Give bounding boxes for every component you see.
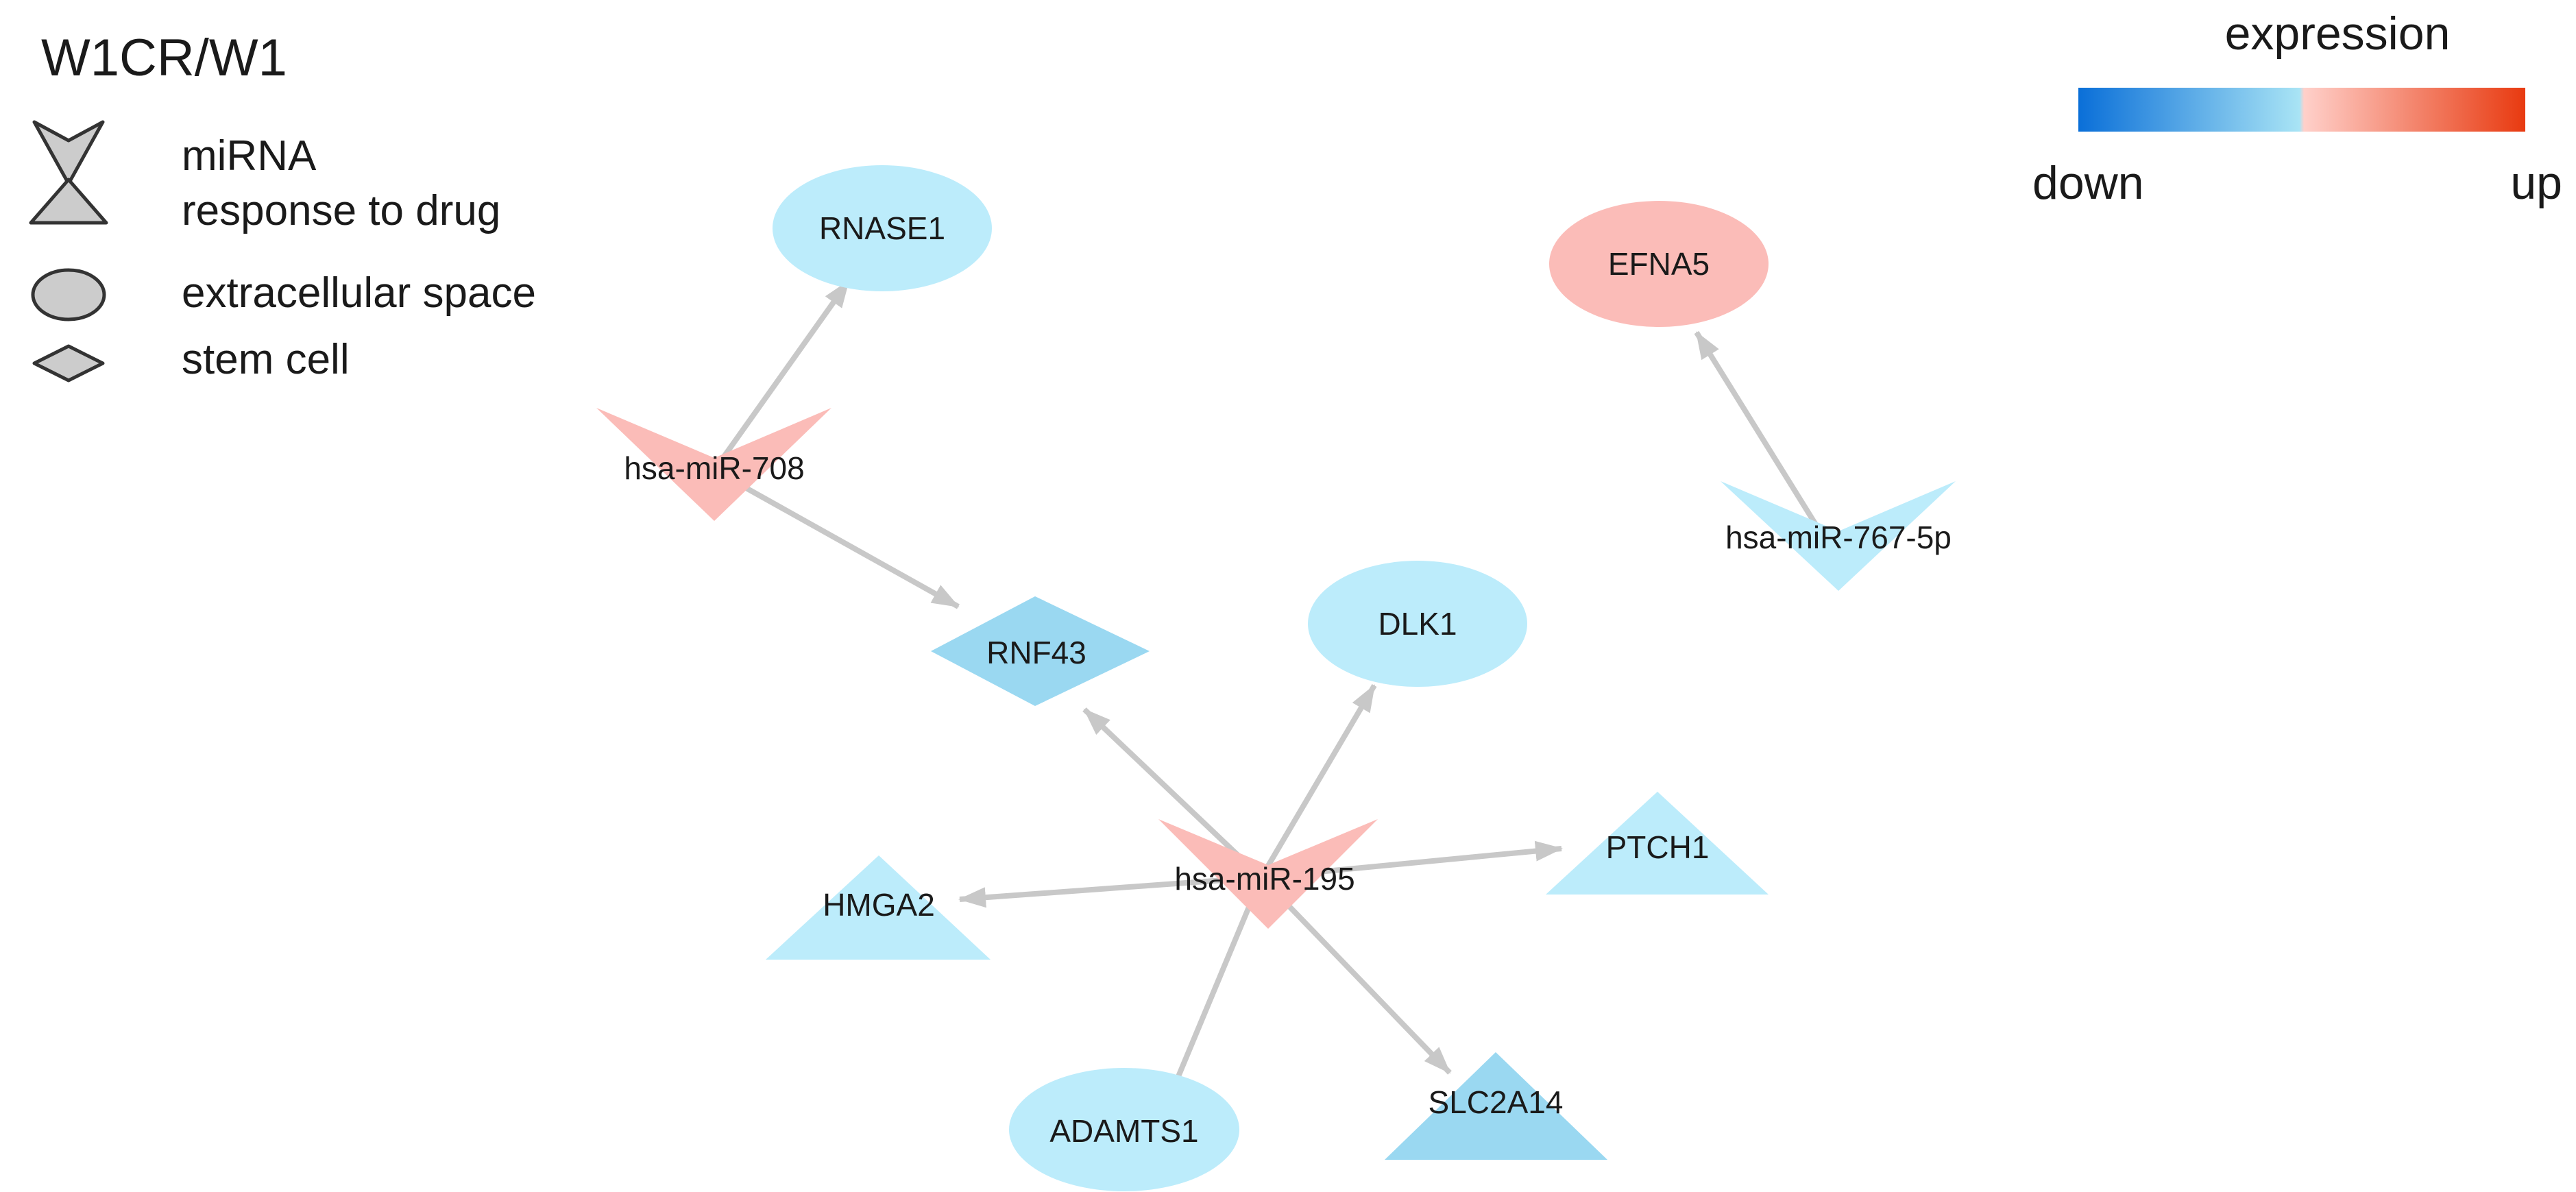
edge-mir708-rnase1: [712, 279, 851, 472]
legend-item-extracellular-space: extracellular space: [31, 268, 536, 321]
edge-mir708-rnf43: [713, 467, 960, 609]
node-efna5-label: EFNA5: [1608, 246, 1710, 282]
node-rnase1-shape: [773, 165, 992, 291]
legend-item-response-to-drug: response to drug: [29, 178, 500, 234]
node-hmga2[interactable]: HMGA2: [766, 855, 991, 960]
expression-colorbar: expression down up: [2032, 8, 2562, 209]
node-rnase1-label: RNASE1: [819, 210, 945, 246]
colorbar-high-label: up: [2510, 157, 2562, 209]
node-layer: RNASE1 EFNA5 hsa-miR-708 hsa-miR-767-5p …: [596, 165, 1956, 1191]
node-adamts1-label: ADAMTS1: [1049, 1113, 1198, 1149]
node-dlk1[interactable]: DLK1: [1308, 561, 1527, 687]
node-slc2a14[interactable]: SLC2A14: [1385, 1052, 1607, 1160]
node-hsa-mir-767-5p-label: hsa-miR-767-5p: [1725, 520, 1952, 555]
node-hsa-mir-708-label: hsa-miR-708: [624, 450, 804, 486]
edge-layer: [712, 279, 1823, 1117]
node-efna5-shape: [1549, 201, 1769, 327]
node-hsa-mir-767-5p[interactable]: hsa-miR-767-5p: [1721, 481, 1956, 591]
node-ptch1[interactable]: PTCH1: [1546, 792, 1769, 895]
node-adamts1-shape: [1009, 1068, 1239, 1191]
edge-mir195-rnf43: [1082, 707, 1263, 879]
edge-mir195-hmga2: [958, 875, 1262, 908]
node-hmga2-shape: [766, 855, 991, 960]
node-dlk1-shape: [1308, 561, 1527, 687]
node-hsa-mir-767-5p-shape: [1721, 481, 1956, 591]
shape-legend: miRNA response to drug extracellular spa…: [29, 120, 536, 383]
colorbar-title: expression: [2225, 8, 2451, 60]
node-ptch1-label: PTCH1: [1606, 829, 1710, 865]
legend-mirna-label: miRNA: [182, 132, 317, 180]
legend-diamond-icon: [32, 344, 105, 382]
node-rnase1[interactable]: RNASE1: [773, 165, 992, 291]
diagram-title: W1CR/W1: [41, 29, 287, 87]
legend-extracellular-space-label: extracellular space: [182, 269, 536, 317]
node-rnf43-shape: [931, 596, 1150, 706]
node-hsa-mir-195-label: hsa-miR-195: [1174, 861, 1354, 897]
node-hsa-mir-195-shape: [1158, 819, 1378, 929]
colorbar-gradient: [2078, 88, 2525, 132]
node-adamts1[interactable]: ADAMTS1: [1009, 1068, 1239, 1191]
node-rnf43[interactable]: RNF43: [931, 596, 1150, 706]
edge-mir195-slc2a14: [1259, 875, 1452, 1075]
legend-triangle-icon: [29, 178, 108, 225]
node-hsa-mir-195[interactable]: hsa-miR-195: [1158, 819, 1378, 929]
node-slc2a14-shape: [1385, 1052, 1607, 1160]
edge-mir195-dlk1: [1259, 683, 1377, 879]
node-slc2a14-label: SLC2A14: [1429, 1084, 1564, 1120]
edge-mir767-efna5: [1694, 330, 1823, 533]
node-ptch1-shape: [1546, 792, 1769, 895]
node-rnf43-label: RNF43: [986, 635, 1086, 670]
colorbar-low-label: down: [2032, 157, 2144, 209]
node-efna5[interactable]: EFNA5: [1549, 201, 1769, 327]
legend-stem-cell-label: stem cell: [182, 336, 350, 383]
legend-response-to-drug-label: response to drug: [182, 187, 500, 234]
node-dlk1-label: DLK1: [1378, 606, 1457, 642]
legend-mirna-icon: [32, 120, 105, 186]
legend-item-stem-cell: stem cell: [32, 336, 350, 383]
node-hsa-mir-708-shape: [596, 408, 831, 521]
node-hmga2-label: HMGA2: [823, 887, 935, 923]
legend-item-mirna: miRNA: [32, 120, 317, 186]
node-hsa-mir-708[interactable]: hsa-miR-708: [596, 408, 831, 521]
legend-ellipse-icon: [31, 268, 106, 321]
